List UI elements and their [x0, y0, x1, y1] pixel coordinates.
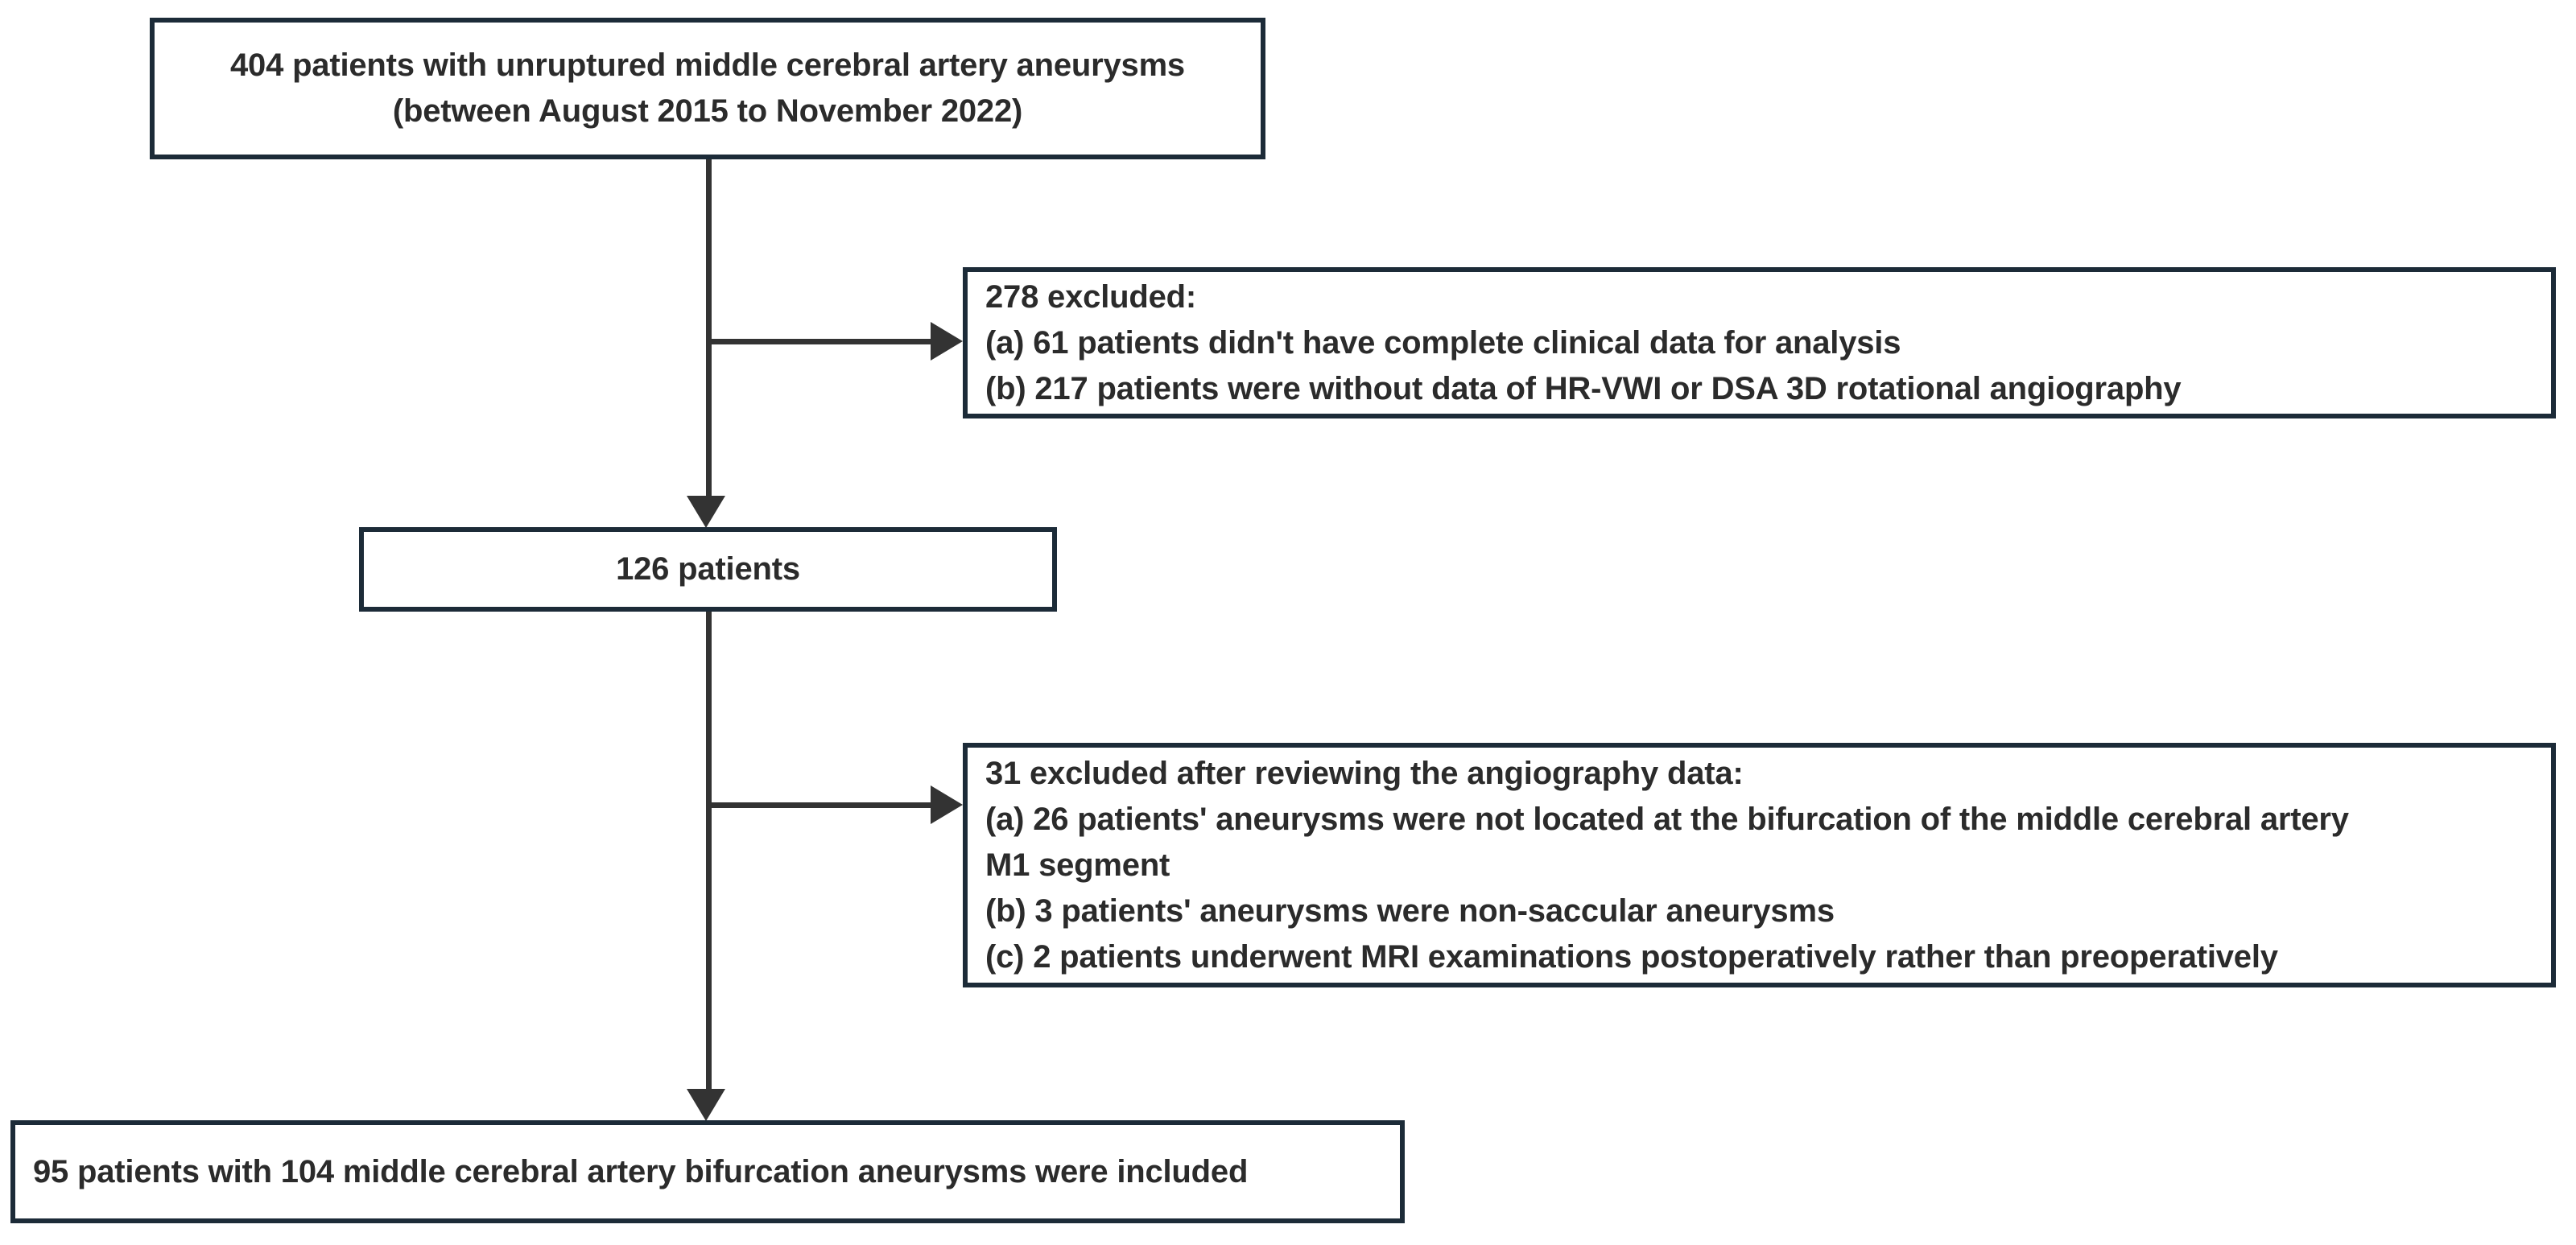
connector-to-excluded-2-line	[706, 802, 933, 808]
connector-source-to-eligible-line	[706, 159, 712, 497]
node-excluded-2-line-1: 31 excluded after reviewing the angiogra…	[985, 755, 1744, 791]
node-excluded-1-line-3: (b) 217 patients were without data of HR…	[985, 370, 2182, 406]
connector-eligible-to-included-arrowhead	[687, 1089, 725, 1121]
node-included-line-1: 95 patients with 104 middle cerebral art…	[33, 1153, 1249, 1189]
flow-node-excluded-second: 31 excluded after reviewing the angiogra…	[963, 743, 2556, 987]
connector-to-excluded-1-line	[706, 339, 933, 344]
node-source-line-1: 404 patients with unruptured middle cere…	[230, 47, 1185, 83]
node-source-line-2: (between August 2015 to November 2022)	[392, 93, 1023, 129]
node-eligible-line-1: 126 patients	[616, 551, 800, 587]
connector-eligible-to-included-line	[706, 612, 712, 1090]
connector-source-to-eligible-arrowhead	[687, 496, 725, 528]
node-excluded-1-line-1: 278 excluded:	[985, 278, 1196, 315]
node-excluded-2-line-3: M1 segment	[985, 847, 1170, 883]
flow-node-included-cohort: 95 patients with 104 middle cerebral art…	[10, 1120, 1405, 1223]
node-excluded-2-line-4: (b) 3 patients' aneurysms were non-saccu…	[985, 893, 1835, 929]
node-excluded-2-line-5: (c) 2 patients underwent MRI examination…	[985, 938, 2278, 975]
flow-node-eligible-cohort: 126 patients	[359, 527, 1057, 612]
connector-to-excluded-2-arrowhead	[931, 785, 963, 824]
connector-to-excluded-1-arrowhead	[931, 322, 963, 361]
flow-node-excluded-first: 278 excluded: (a) 61 patients didn't hav…	[963, 267, 2556, 418]
node-excluded-1-line-2: (a) 61 patients didn't have complete cli…	[985, 324, 1901, 361]
node-excluded-2-line-2: (a) 26 patients' aneurysms were not loca…	[985, 801, 2349, 837]
flow-node-source-cohort: 404 patients with unruptured middle cere…	[150, 18, 1265, 159]
